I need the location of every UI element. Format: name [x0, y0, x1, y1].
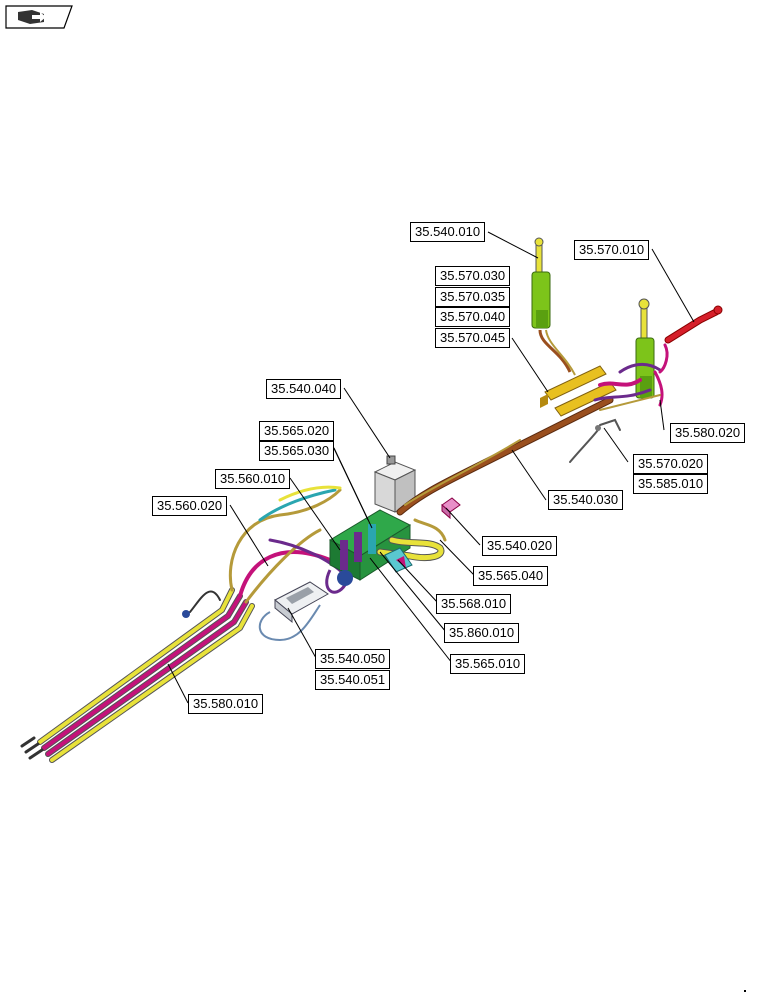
- main-pressure-line: [396, 396, 614, 516]
- callout-35-580-010[interactable]: 35.580.010: [188, 694, 264, 714]
- callout-35-565-040[interactable]: 35.565.040: [473, 566, 549, 586]
- callout-35-565-030[interactable]: 35.565.030: [259, 441, 335, 461]
- callout-35-540-040[interactable]: 35.540.040: [266, 379, 342, 399]
- callout-35-568-010[interactable]: 35.568.010: [436, 594, 512, 614]
- yellow-horizontal-cylinders: [540, 365, 617, 417]
- right-lift-cylinder: [635, 298, 655, 399]
- callout-35-570-045[interactable]: 35.570.045: [435, 328, 511, 348]
- yellow-return-hose: [376, 518, 447, 562]
- callout-35-540-051[interactable]: 35.540.051: [315, 670, 391, 690]
- callout-35-585-010[interactable]: 35.585.010: [633, 474, 709, 494]
- rear-valve-cluster: [593, 362, 664, 411]
- callout-35-540-050[interactable]: 35.540.050: [315, 649, 391, 669]
- callout-35-570-040[interactable]: 35.570.040: [435, 307, 511, 327]
- long-hose-bundle: [20, 587, 255, 763]
- grey-control-lever: [569, 418, 621, 463]
- callout-35-860-010[interactable]: 35.860.010: [444, 623, 520, 643]
- callout-35-570-010[interactable]: 35.570.010: [574, 240, 650, 260]
- callout-35-560-010[interactable]: 35.560.010: [215, 469, 291, 489]
- callout-35-570-020[interactable]: 35.570.020: [633, 454, 709, 474]
- callout-35-580-020[interactable]: 35.580.020: [670, 423, 746, 443]
- callout-35-540-020[interactable]: 35.540.020: [482, 536, 558, 556]
- pink-fitting: [441, 497, 461, 520]
- book-arrow-icon[interactable]: [4, 4, 74, 30]
- callout-35-540-010[interactable]: 35.540.010: [410, 222, 486, 242]
- red-hitch-link: [658, 305, 723, 374]
- callout-35-570-035[interactable]: 35.570.035: [435, 287, 511, 307]
- callout-35-570-030[interactable]: 35.570.030: [435, 266, 511, 286]
- control-console: [258, 581, 329, 642]
- callout-35-560-020[interactable]: 35.560.020: [152, 496, 228, 516]
- callout-35-565-010[interactable]: 35.565.010: [450, 654, 526, 674]
- callout-35-540-030[interactable]: 35.540.030: [548, 490, 624, 510]
- leader-lines: [167, 231, 695, 704]
- dot-icon: [744, 990, 746, 992]
- callout-35-565-020[interactable]: 35.565.020: [259, 421, 335, 441]
- left-lift-cylinder: [531, 237, 576, 376]
